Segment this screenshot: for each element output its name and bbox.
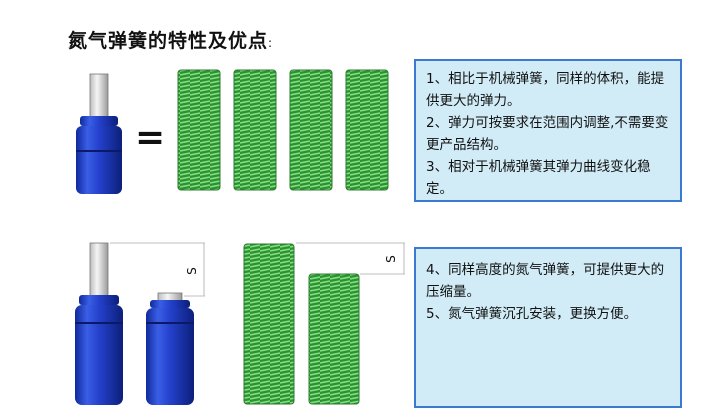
mechanical-spring-compressed (308, 273, 360, 405)
mechanical-spring-extended (243, 243, 295, 405)
equals-sign: = (135, 117, 166, 158)
feature-item: 5、氮气弹簧沉孔安装，更换方便。 (426, 306, 638, 322)
dimension-s-label: S (384, 255, 398, 263)
feature-box-2: 4、同样高度的氮气弹簧，可提供更大的压缩量。 5、氮气弹簧沉孔安装，更换方便。 (414, 247, 682, 408)
mechanical-spring-2 (233, 69, 277, 191)
stroke-dimension-cylinder: S (110, 242, 205, 297)
nitrogen-spring-cylinder-extended (75, 242, 123, 405)
feature-item: 4、同样高度的氮气弹簧，可提供更大的压缩量。 (426, 262, 665, 300)
mechanical-spring-3 (289, 69, 333, 191)
mechanical-spring-1 (177, 69, 221, 191)
title-text: 氮气弹簧的特性及优点 (68, 30, 269, 52)
title-colon: : (268, 36, 274, 50)
feature-item: 1、相比于机械弹簧，同样的体积，能提供更大的弹力。 (426, 71, 665, 109)
stroke-dimension-spring: S (296, 242, 405, 275)
feature-item: 2、弹力可按要求在范围内调整,不需要变更产品结构。 (426, 115, 669, 153)
mechanical-spring-4 (345, 69, 389, 191)
page-title: 氮气弹簧的特性及优点: (68, 26, 273, 53)
dimension-s-label: S (185, 267, 199, 275)
feature-item: 3、相对于机械弹簧其弹力曲线变化稳定。 (426, 159, 651, 197)
feature-box-1: 1、相比于机械弹簧，同样的体积，能提供更大的弹力。 2、弹力可按要求在范围内调整… (414, 59, 682, 202)
nitrogen-spring-cylinder-top (76, 73, 122, 194)
nitrogen-spring-cylinder-compressed (146, 292, 194, 405)
